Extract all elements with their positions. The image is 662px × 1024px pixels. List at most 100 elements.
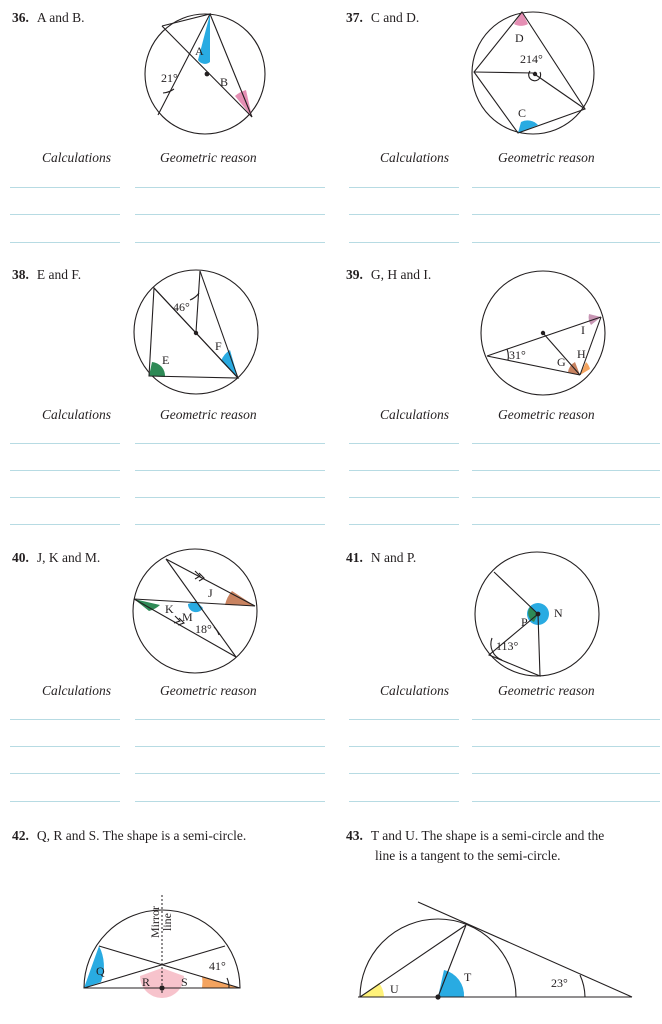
q41-calc-line-3 bbox=[349, 773, 459, 774]
q39-label-h: H bbox=[577, 347, 586, 361]
q42-label-r: R bbox=[142, 975, 150, 989]
q43-label-u: U bbox=[390, 982, 399, 996]
q37-label-d: D bbox=[515, 31, 524, 45]
q40-label-m: M bbox=[182, 610, 193, 624]
q39-calc-header: Calculations bbox=[380, 407, 450, 422]
q41-calc-header: Calculations bbox=[380, 683, 450, 698]
q41-reason-header: Geometric reason bbox=[498, 683, 595, 698]
q36-label-a: A bbox=[195, 44, 204, 58]
q36-calc-line-3 bbox=[10, 242, 120, 243]
q40-title: J, K and M. bbox=[36, 550, 101, 565]
q37-title: C and D. bbox=[370, 10, 420, 25]
q37-number: 37. bbox=[346, 10, 363, 25]
q43-label-t: T bbox=[464, 970, 472, 984]
q39-calc-line-2 bbox=[349, 470, 459, 471]
q37-reason-line-2 bbox=[472, 214, 660, 215]
q40-diagram: J K M 18° bbox=[132, 548, 258, 674]
q42-title: Q, R and S. The shape is a semi-circle. bbox=[36, 828, 247, 843]
q39-angle-label: 31° bbox=[509, 348, 526, 362]
q40-reason-line-3 bbox=[135, 773, 325, 774]
q40-reason-header: Geometric reason bbox=[160, 683, 257, 698]
q36-number: 36. bbox=[12, 10, 29, 25]
q36-reason-line-2 bbox=[135, 214, 325, 215]
q42-diagram: Mirror line Q R S 41° bbox=[83, 895, 241, 998]
q37-reason-header: Geometric reason bbox=[498, 150, 595, 165]
q38-number: 38. bbox=[12, 267, 29, 282]
q39-reason-header: Geometric reason bbox=[498, 407, 595, 422]
q38-angle-label: 46° bbox=[173, 300, 190, 314]
q43-number: 43. bbox=[346, 828, 363, 843]
q39-calc-line-1 bbox=[349, 443, 459, 444]
q37-reason-line-1 bbox=[472, 187, 660, 188]
q36-angle-label: 21° bbox=[161, 71, 178, 85]
q39-label-g: G bbox=[557, 355, 566, 369]
q39-calc-line-3 bbox=[349, 497, 459, 498]
q36-calc-line-1 bbox=[10, 187, 120, 188]
q36-heading: 36. A and B. bbox=[12, 10, 85, 26]
q38-diagram: 46° E F bbox=[133, 269, 259, 395]
q40-reason-line-2 bbox=[135, 746, 325, 747]
q36-label-b: B bbox=[220, 75, 228, 89]
q36-calc-header: Calculations bbox=[42, 150, 112, 165]
q39-reason-line-3 bbox=[472, 497, 660, 498]
q40-calc-line-2 bbox=[10, 746, 120, 747]
q39-reason-line-2 bbox=[472, 470, 660, 471]
q36-reason-line-1 bbox=[135, 187, 325, 188]
q41-heading: 41. N and P. bbox=[346, 550, 416, 566]
q39-title: G, H and I. bbox=[370, 267, 432, 282]
q41-angle-label: 113° bbox=[496, 639, 519, 653]
q37-calc-header: Calculations bbox=[380, 150, 450, 165]
q39-reason-line-1 bbox=[472, 443, 660, 444]
q40-calc-line-1 bbox=[10, 719, 120, 720]
q40-reason-line-1 bbox=[135, 719, 325, 720]
q43-heading-line-2: line is a tangent to the semi-circle. bbox=[375, 848, 561, 863]
q41-label-p: P bbox=[521, 615, 528, 629]
q36-title: A and B. bbox=[36, 10, 85, 25]
q40-calc-line-4 bbox=[10, 801, 120, 802]
q40-label-k: K bbox=[165, 602, 174, 616]
q39-calc-line-4 bbox=[349, 524, 459, 525]
q41-reason-line-1 bbox=[472, 719, 660, 720]
q40-calc-header: Calculations bbox=[42, 683, 112, 698]
q39-diagram: 31° I G H bbox=[480, 270, 606, 396]
q40-label-j: J bbox=[208, 586, 213, 600]
q37-calc-line-3 bbox=[349, 242, 459, 243]
q39-label-i: I bbox=[581, 323, 585, 337]
q37-angle-label: 214° bbox=[520, 52, 543, 66]
q42-mirror-text-1: Mirror bbox=[148, 906, 162, 938]
q38-calc-line-1 bbox=[10, 443, 120, 444]
q37-calc-line-1 bbox=[349, 187, 459, 188]
q36-diagram: A B 21° bbox=[144, 13, 266, 135]
q36-reason-header: Geometric reason bbox=[160, 150, 257, 165]
q38-calc-header: Calculations bbox=[42, 407, 112, 422]
q41-diagram: N P 113° bbox=[474, 551, 600, 677]
q41-calc-line-2 bbox=[349, 746, 459, 747]
q39-heading: 39.G, H and I. bbox=[346, 267, 431, 283]
q36-reason-line-3 bbox=[135, 242, 325, 243]
q40-heading: 40. J, K and M. bbox=[12, 550, 100, 566]
q37-diagram: D 214° C bbox=[471, 11, 595, 135]
q38-reason-header: Geometric reason bbox=[160, 407, 257, 422]
q41-label-n: N bbox=[554, 606, 563, 620]
q37-label-c: C bbox=[518, 106, 526, 120]
q38-calc-line-2 bbox=[10, 470, 120, 471]
q41-number: 41. bbox=[346, 550, 363, 565]
q43-diagram: T U 23° bbox=[358, 901, 633, 1000]
q38-reason-line-4 bbox=[135, 524, 325, 525]
q37-heading: 37. C and D. bbox=[346, 10, 419, 26]
q42-angle-label: 41° bbox=[209, 959, 226, 973]
q42-number: 42. bbox=[12, 828, 29, 843]
q43-heading: 43. T and U. The shape is a semi-circle a… bbox=[346, 828, 604, 844]
q38-reason-line-2 bbox=[135, 470, 325, 471]
q41-title: N and P. bbox=[370, 550, 417, 565]
q38-label-e: E bbox=[162, 353, 169, 367]
q41-reason-line-3 bbox=[472, 773, 660, 774]
q43-title: T and U. The shape is a semi-circle and … bbox=[370, 828, 605, 843]
q38-reason-line-3 bbox=[135, 497, 325, 498]
q42-heading: 42. Q, R and S. The shape is a semi-circl… bbox=[12, 828, 246, 844]
q38-reason-line-1 bbox=[135, 443, 325, 444]
q41-reason-line-4 bbox=[472, 801, 660, 802]
q42-label-s: S bbox=[181, 975, 188, 989]
q40-number: 40. bbox=[12, 550, 29, 565]
q39-reason-line-4 bbox=[472, 524, 660, 525]
